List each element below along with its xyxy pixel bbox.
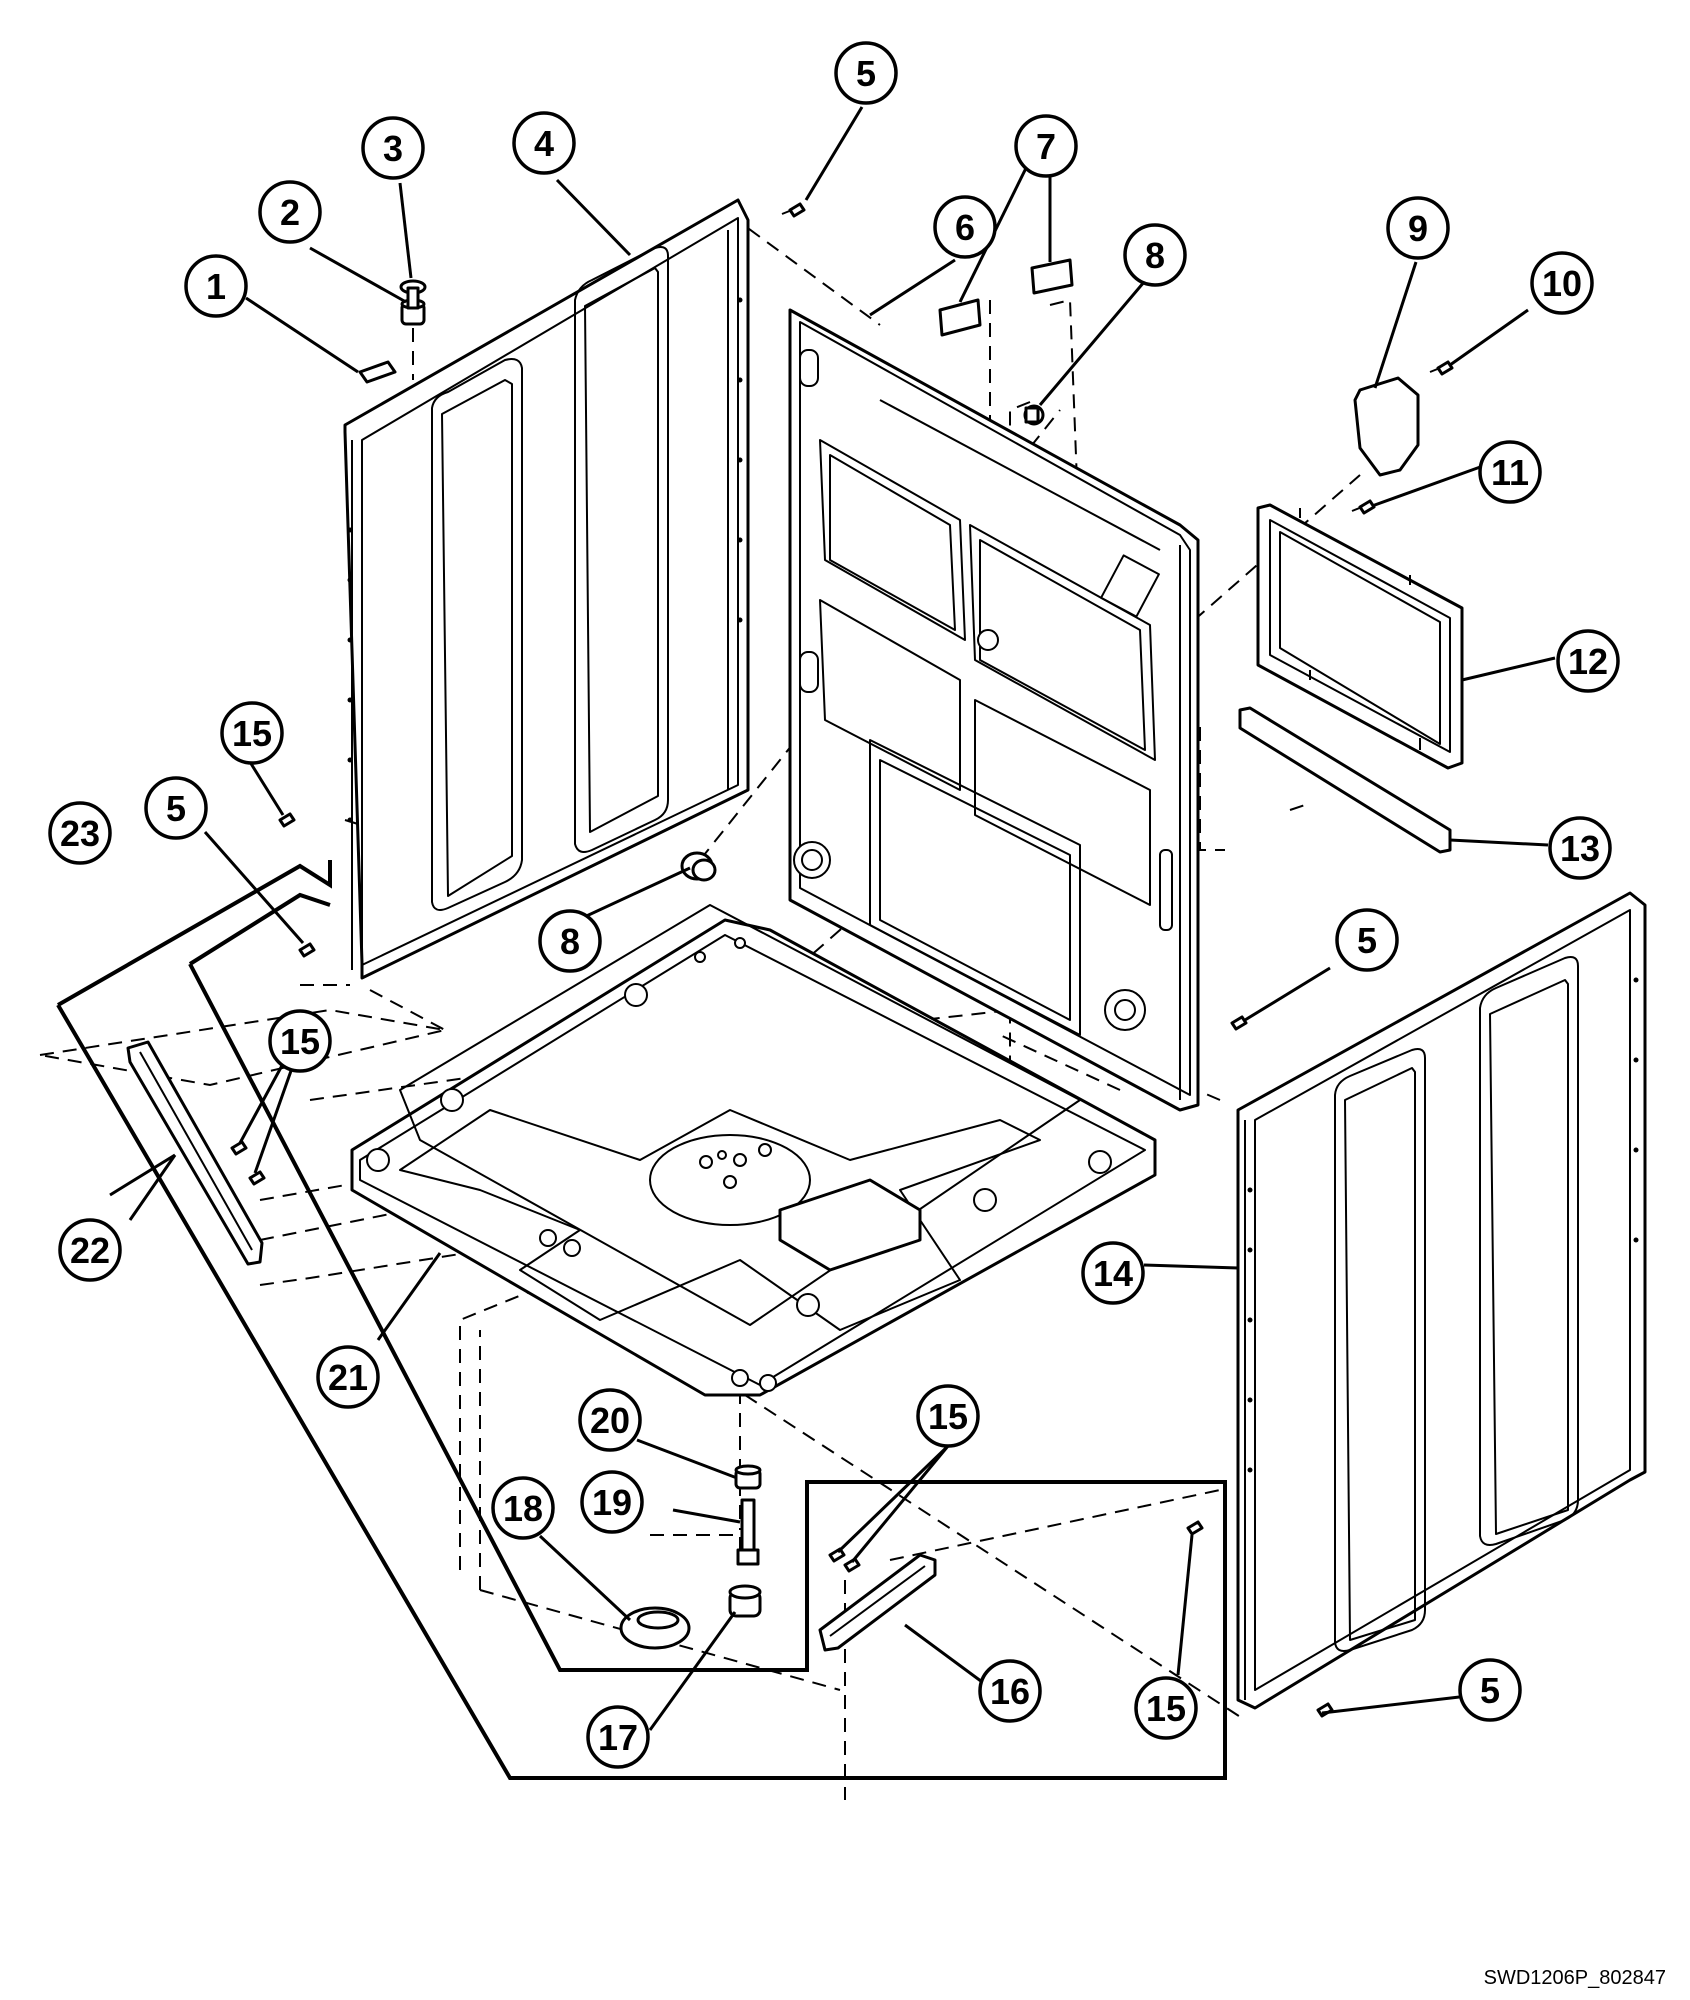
svg-text:5: 5	[1480, 1670, 1500, 1711]
rear-panel	[788, 308, 1200, 1112]
svg-text:3: 3	[383, 128, 403, 169]
svg-text:15: 15	[928, 1396, 968, 1437]
callout-part-12: 12	[1556, 629, 1620, 693]
screw-15-right	[1186, 1520, 1204, 1536]
callout-part-16: 16	[978, 1659, 1042, 1723]
screw-5-bottom-right	[1316, 1702, 1334, 1718]
svg-text:15: 15	[232, 713, 272, 754]
callout-part-5-bottom: 5	[1458, 1658, 1522, 1722]
callout-part-8-top: 8	[1123, 223, 1187, 287]
callout-part-14: 14	[1081, 1241, 1145, 1305]
svg-text:18: 18	[503, 1488, 543, 1529]
callout-part-8-bottom: 8	[538, 909, 602, 973]
part-9-cover-plate	[1353, 376, 1420, 477]
part-22-bracket	[126, 1040, 264, 1266]
svg-text:13: 13	[1560, 828, 1600, 869]
callout-part-18: 18	[491, 1476, 555, 1540]
left-side-panel	[343, 198, 750, 980]
part-21-base	[350, 904, 1157, 1397]
svg-text:21: 21	[328, 1357, 368, 1398]
svg-text:17: 17	[598, 1717, 638, 1758]
callout-part-2: 2	[258, 180, 322, 244]
svg-text:9: 9	[1408, 208, 1428, 249]
callout-part-5-left: 5	[144, 776, 208, 840]
callout-part-15-bracket: 15	[268, 1009, 332, 1073]
screw-5-top	[781, 202, 806, 218]
svg-text:15: 15	[1146, 1688, 1186, 1729]
part-19-bolt	[736, 1498, 760, 1566]
callout-part-15-left: 15	[220, 701, 284, 765]
part-17-foot	[728, 1584, 762, 1618]
svg-text:15: 15	[280, 1021, 320, 1062]
screw-15-bracket	[230, 1140, 266, 1186]
svg-text:12: 12	[1568, 641, 1608, 682]
svg-text:20: 20	[590, 1400, 630, 1441]
svg-text:1: 1	[206, 266, 226, 307]
callout-part-15-right: 15	[1134, 1676, 1198, 1740]
callout-part-5-top: 5	[834, 41, 898, 105]
callout-part-15-bottom: 15	[916, 1384, 980, 1448]
callout-part-23: 23	[48, 801, 112, 865]
svg-text:14: 14	[1093, 1253, 1133, 1294]
screw-15-left-top	[278, 812, 296, 828]
callout-part-5-rear: 5	[1335, 908, 1399, 972]
svg-text:5: 5	[856, 53, 876, 94]
leader-lines	[109, 106, 1556, 1731]
callout-part-13: 13	[1548, 816, 1612, 880]
svg-text:22: 22	[70, 1230, 110, 1271]
callout-part-3: 3	[361, 116, 425, 180]
callout-part-9: 9	[1386, 196, 1450, 260]
svg-text:10: 10	[1542, 263, 1582, 304]
callout-part-19: 19	[580, 1470, 644, 1534]
svg-text:4: 4	[534, 123, 554, 164]
callout-part-11: 11	[1478, 440, 1542, 504]
callout-part-6: 6	[933, 195, 997, 259]
svg-text:6: 6	[955, 207, 975, 248]
callout-part-20: 20	[578, 1388, 642, 1452]
svg-text:8: 8	[1145, 235, 1165, 276]
part-1-pad	[358, 360, 397, 384]
callout-part-1: 1	[184, 254, 248, 318]
drawing-id: SWD1206P_802847	[1483, 1967, 1666, 1989]
callout-part-21: 21	[316, 1345, 380, 1409]
part-10-screw	[1429, 360, 1454, 376]
part-11-screw	[1351, 499, 1376, 515]
svg-text:5: 5	[166, 788, 186, 829]
svg-text:11: 11	[1491, 452, 1529, 493]
part-20-nut	[734, 1464, 762, 1490]
part-3-screw	[399, 279, 427, 380]
callout-part-17: 17	[586, 1705, 650, 1769]
svg-text:8: 8	[560, 921, 580, 962]
svg-text:7: 7	[1036, 126, 1056, 167]
part-12-access-panel	[1256, 503, 1464, 770]
svg-text:2: 2	[280, 192, 300, 233]
right-side-panel	[1236, 891, 1647, 1710]
callout-part-7: 7	[1014, 114, 1078, 178]
part-16-bracket	[818, 1553, 937, 1652]
part-8-plug-bottom	[680, 851, 717, 882]
part-13-strip	[1238, 706, 1452, 854]
part-7-labels	[938, 258, 1074, 337]
callout-part-22: 22	[58, 1218, 122, 1282]
callout-part-10: 10	[1530, 251, 1594, 315]
svg-text:5: 5	[1357, 920, 1377, 961]
group-23-outline	[56, 860, 1227, 1780]
callout-part-4: 4	[512, 111, 576, 175]
part-8-plug-top	[1023, 404, 1045, 426]
callout-bubbles: 1 2 3 4 5 6 7 8 9 10 11 12 15 23 5 8 13 …	[48, 41, 1620, 1769]
svg-text:19: 19	[592, 1482, 632, 1523]
screw-5-left	[298, 942, 316, 958]
part-18-foot-pad	[619, 1606, 691, 1650]
svg-text:16: 16	[990, 1671, 1030, 1712]
svg-text:23: 23	[60, 813, 100, 854]
screw-5-rear	[1230, 1015, 1248, 1031]
